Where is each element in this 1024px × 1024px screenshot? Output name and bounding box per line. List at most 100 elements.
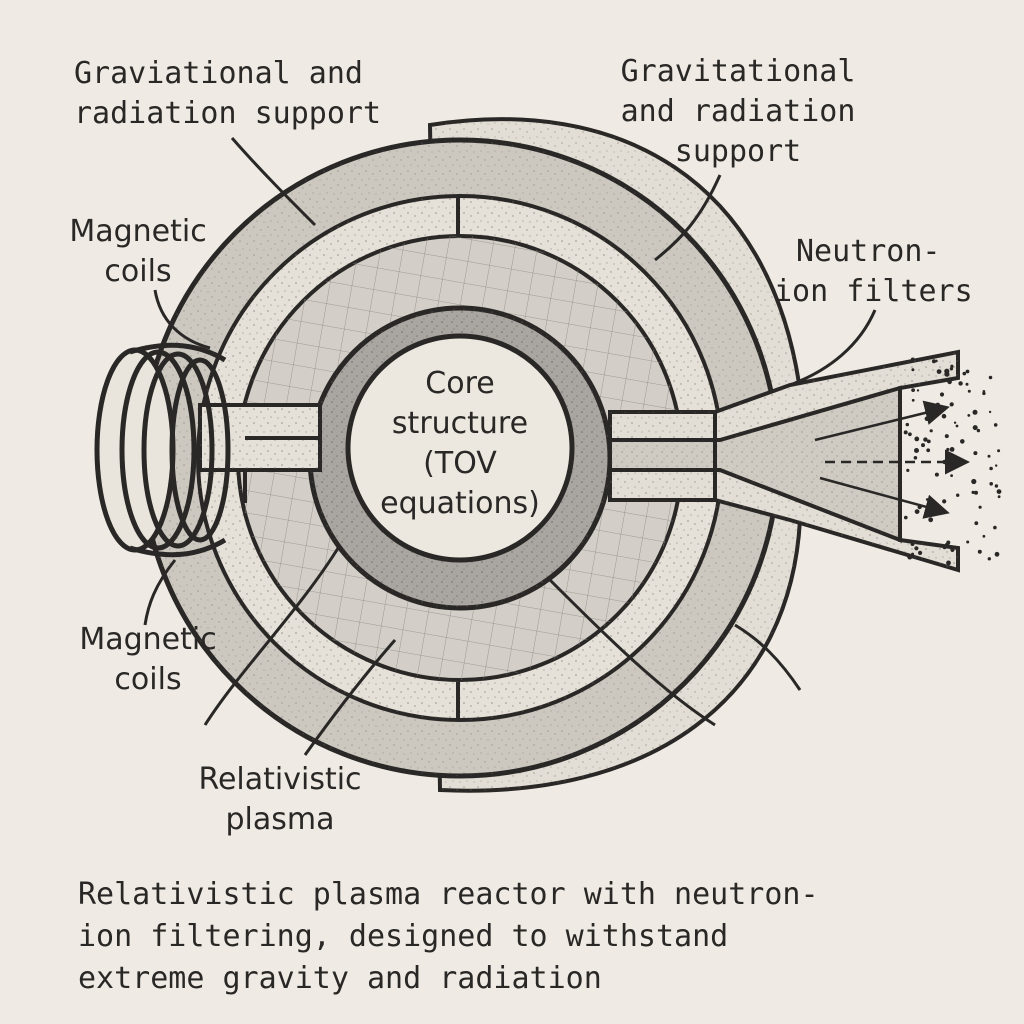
neutron-particle-dot xyxy=(931,359,936,364)
neutron-particle-dot xyxy=(947,379,952,385)
neutron-particle-dot xyxy=(949,367,954,371)
neutron-particle-dot xyxy=(982,534,986,538)
neutron-particle-dot xyxy=(910,357,915,362)
neutron-particle-dot xyxy=(908,432,912,437)
neutron-particle-dot xyxy=(924,416,930,422)
neutron-particle-dot xyxy=(904,515,908,520)
label-line: Magnetic xyxy=(69,214,207,249)
neutron-particle-dot xyxy=(965,369,970,374)
label-line: Gravitational xyxy=(620,54,856,89)
neutron-particle-dot xyxy=(997,449,1001,453)
caption-line: Relativistic plasma reactor with neutron… xyxy=(78,877,819,912)
label-line: Relativistic xyxy=(198,762,362,797)
neutron-particle-dot xyxy=(906,468,910,472)
neutron-particle-dot xyxy=(911,388,915,392)
label-line: support xyxy=(674,134,802,169)
neutron-ion-filter-nozzle xyxy=(608,349,960,573)
neutron-particle-dot xyxy=(917,504,922,510)
label-line: Graviational and xyxy=(74,56,363,91)
neutron-particle-dot xyxy=(914,448,919,453)
neutron-particle-dot xyxy=(944,368,950,374)
neutron-particle-dot xyxy=(974,521,979,526)
neutron-particle-dot xyxy=(914,509,920,514)
neutron-particle-dot xyxy=(972,409,978,415)
neutron-particle-dot xyxy=(966,540,970,544)
neutron-particle-dot xyxy=(939,392,945,397)
neutron-particle-dot xyxy=(914,436,920,442)
neutron-particle-dot xyxy=(955,424,959,428)
neutron-particle-dot xyxy=(911,368,915,372)
neutron-particle-dot xyxy=(949,402,954,407)
label-line: ion filters xyxy=(774,274,973,309)
neutron-particle-dot xyxy=(993,525,997,530)
neutron-particle-dot xyxy=(958,381,963,386)
neutron-particle-dot xyxy=(911,552,915,556)
label-line: structure xyxy=(391,406,529,441)
neutron-particle-dot xyxy=(987,557,991,561)
neutron-particle-dot xyxy=(989,482,993,486)
neutron-particle-dot xyxy=(967,414,971,417)
neutron-particle-dot xyxy=(997,495,1001,499)
neutron-particle-dot xyxy=(946,447,950,452)
neutron-particle-dot xyxy=(945,542,950,547)
neutron-particle-dot xyxy=(977,549,982,554)
neutron-particle-dot xyxy=(995,464,998,467)
neutron-particle-dot xyxy=(953,421,957,424)
neutron-particles xyxy=(903,357,1002,566)
neutron-particle-dot xyxy=(962,371,967,376)
neutron-particle-dot xyxy=(993,423,998,427)
neutron-particle-dot xyxy=(918,550,923,556)
neutron-particle-dot xyxy=(967,389,971,393)
neutron-particle-dot xyxy=(946,560,951,566)
label-graviational-support-left: Graviational and radiation support xyxy=(74,54,381,134)
neutron-particle-dot xyxy=(956,458,960,462)
label-line: radiation support xyxy=(74,96,382,131)
neutron-particle-dot xyxy=(936,369,942,374)
neutron-particle-dot xyxy=(925,498,929,501)
label-line: plasma xyxy=(225,802,335,837)
neutron-particle-dot xyxy=(916,389,920,392)
neutron-particle-dot xyxy=(996,489,1002,494)
neutron-particle-dot xyxy=(950,474,953,477)
neutron-particle-dot xyxy=(971,478,977,485)
label-relativistic-plasma: Relativistic plasma xyxy=(150,760,410,840)
neutron-particle-dot xyxy=(929,429,933,433)
neutron-particle-dot xyxy=(911,398,915,402)
neutron-particle-dot xyxy=(950,364,954,368)
left-connector xyxy=(198,403,322,472)
neutron-particle-dot xyxy=(942,499,947,504)
caption-line: ion filtering, designed to withstand xyxy=(78,919,729,954)
neutron-particle-dot xyxy=(907,554,913,560)
label-line: equations) xyxy=(380,486,540,521)
label-line: Core xyxy=(425,366,495,401)
neutron-particle-dot xyxy=(987,454,991,458)
neutron-particle-dot xyxy=(913,456,918,460)
emission-arrows xyxy=(814,400,970,519)
diagram-caption: Relativistic plasma reactor with neutron… xyxy=(78,874,819,1000)
neutron-particle-dot xyxy=(942,545,947,550)
neutron-particle-dot xyxy=(973,451,978,456)
neutron-particle-dot xyxy=(942,459,947,465)
leader-lines xyxy=(143,137,877,756)
label-line: (TOV xyxy=(423,446,497,481)
label-line: and radiation xyxy=(620,94,856,129)
label-core-structure: Core structure (TOV equations) xyxy=(360,364,560,524)
neutron-particle-dot xyxy=(910,542,915,546)
label-line: coils xyxy=(104,254,172,289)
neutron-particle-dot xyxy=(994,551,1000,557)
emission-arrow-icon xyxy=(819,476,950,519)
neutron-particle-dot xyxy=(935,359,938,363)
neutron-particle-dot xyxy=(971,490,975,494)
neutron-particle-dot xyxy=(988,410,992,414)
neutron-particle-dot xyxy=(965,382,969,386)
label-line: Neutron- xyxy=(796,234,941,269)
emission-arrow-icon xyxy=(814,400,950,442)
neutron-particle-dot xyxy=(934,472,939,477)
neutron-particle-dot xyxy=(960,439,965,444)
neutron-particle-dot xyxy=(914,546,919,551)
neutron-particle-dot xyxy=(974,490,978,495)
neutron-particle-dot xyxy=(982,391,986,396)
neutron-particle-dot xyxy=(994,484,999,488)
neutron-particle-dot xyxy=(956,493,960,497)
